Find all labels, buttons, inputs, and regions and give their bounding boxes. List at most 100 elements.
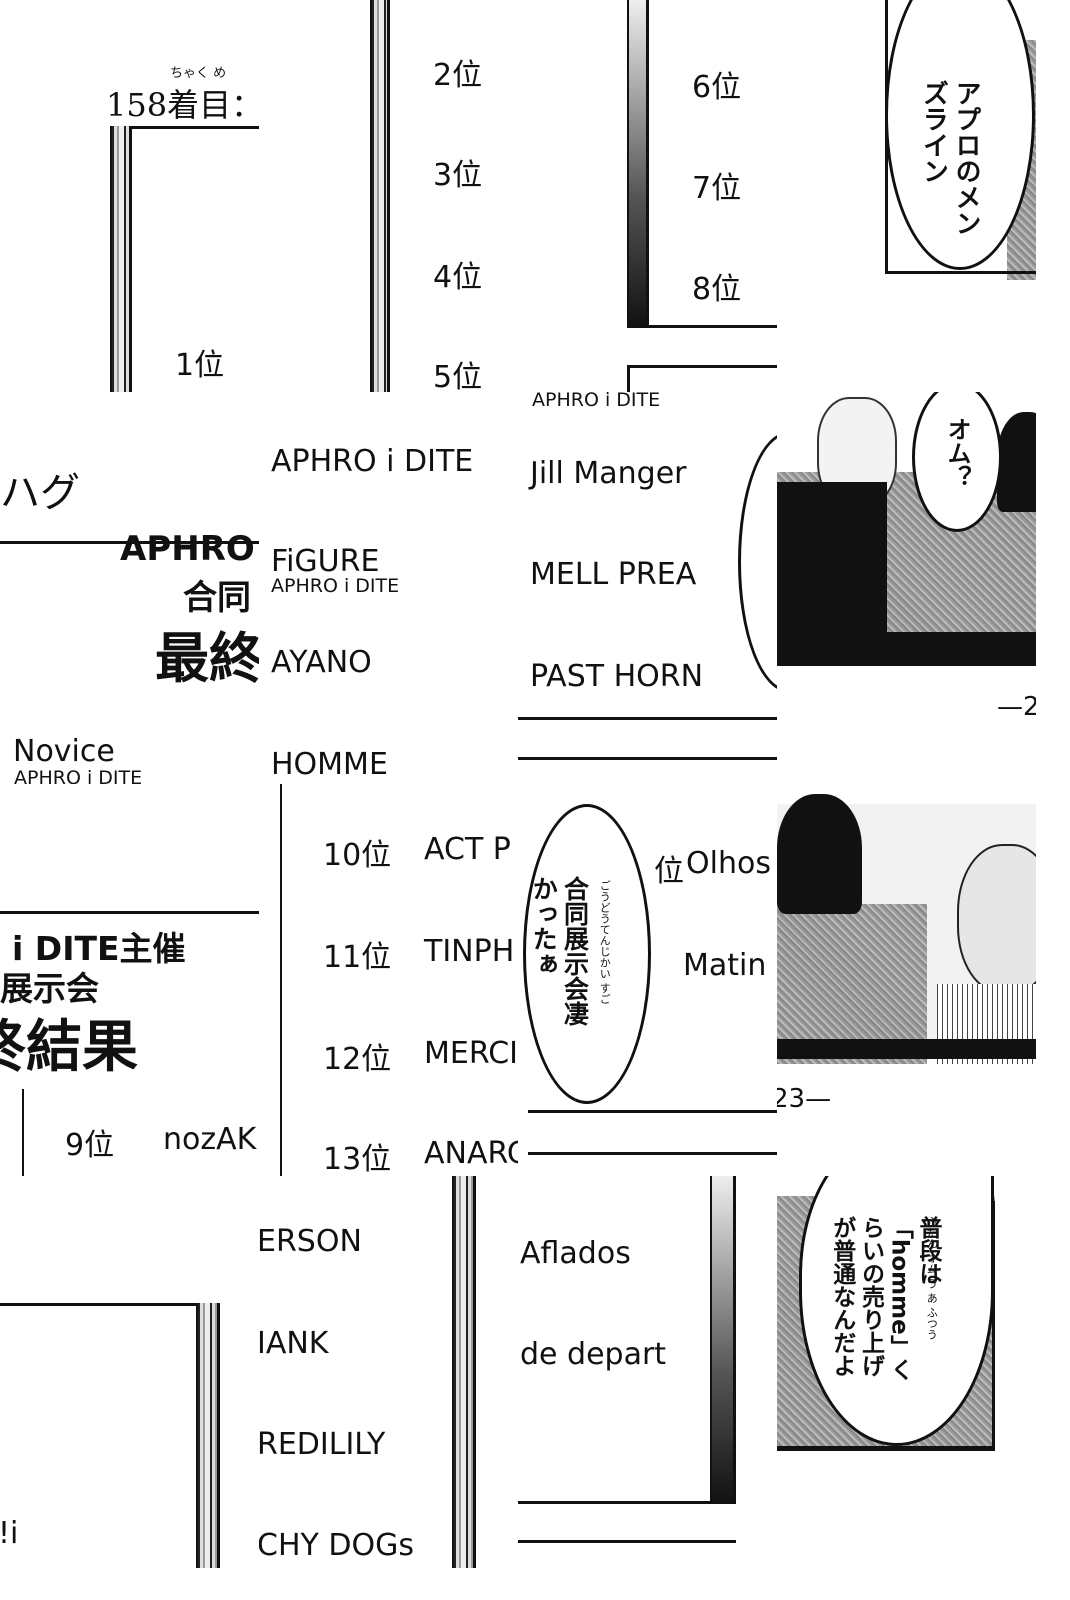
brand-name: de depart [520,1337,667,1372]
panel-border [528,1152,777,1155]
tile-ranks-10-13: 10位 ACT P 11位 TINPH 12位 MERCI 13位 ANARC [259,784,518,1176]
page-number: —2 [997,692,1036,722]
panel-border [518,757,777,760]
poster-line2: 合同 [183,578,251,618]
brand-fragment: !i [0,1516,19,1551]
speech-bubble [523,804,651,1104]
character-sweater [777,904,927,1064]
chapter-title-fragment: ハグ [0,470,80,516]
panel-border [777,1446,995,1451]
speech-bubble [885,0,1035,270]
tile-panel-frame: !i [0,1176,259,1568]
character-sweater [777,482,887,632]
rank-label: 11位 [323,940,392,975]
poster-line2b: 展示会 [0,969,99,1008]
tile-brands-col3: APHRO i DITE Jill Manger MELL PREA PAST … [518,392,777,784]
panel-border [518,717,777,720]
brand-name: CHY DOGs [259,1528,414,1563]
ranking-bar [627,0,649,328]
tile-brands-bottom: ERSON IANK REDILILY CHY DOGs [259,1176,518,1568]
brand-name: Jill Manger [530,456,687,491]
brand-name: ANARC [424,1136,518,1171]
panel-border [627,365,777,368]
bubble-text: アプロのメンズライン [918,80,982,236]
rank-label: 13位 [323,1142,392,1176]
brand-name: TINPH [424,934,515,969]
chapter-title: 158着目： [106,86,259,124]
brand-sub: APHRO i DITE [14,767,143,784]
brand-name: ERSON [259,1224,362,1259]
ranking-bar [710,1176,736,1504]
rank-label: 2位 [433,58,483,93]
poster-line3b: 終結果 [0,1015,138,1080]
brand-name: IANK [259,1326,329,1361]
bubble-ruby: ごうどうてんじかい すご [598,880,612,1005]
title-ruby: ちゃく め [170,66,227,81]
ranking-bar [370,0,390,392]
brand-name: PAST HORN [530,659,704,694]
panel-border [627,325,777,328]
tile-omu-panel: オム？ —2 [777,392,1036,784]
brand-name: MELL PREA [530,557,697,592]
tile-ranks-2-5: 2位 3位 4位 5位 [259,0,518,392]
poster-line3: 最終 [155,627,259,690]
rank-label: 4位 [433,260,483,295]
brand-name: Novice [13,734,115,769]
panel-border [518,1501,736,1504]
poster-line1b: i DITE主催 [12,929,186,968]
table-edge [777,632,1036,666]
divider [0,541,259,544]
brand-name: FiGURE [271,544,380,579]
character-hair [777,794,862,914]
rank-label: 10位 [323,838,392,873]
bubble-text: 合同展示会凄かったぁ [529,876,590,1026]
rank-label: 位 [654,854,684,889]
ranking-bar [452,1176,476,1568]
panel-bar [196,1303,220,1568]
tile-ranks-6-8: 6位 7位 8位 [518,0,777,392]
tile-brands-bottom-right: Aflados de depart [518,1176,777,1568]
character-head [957,844,1036,994]
rank-label: 12位 [323,1042,392,1077]
panel-border [518,1540,736,1543]
bubble-ruby: ふだん オム う あ ふつう [925,1216,939,1340]
tile-brands-col2: APHRO i DITE FiGURE APHRO i DITE AYANO H… [259,392,518,784]
speech-bubble [799,1176,994,1446]
panel-border [0,1303,220,1306]
brand-name: Matin [683,948,767,983]
rank-label: 3位 [433,158,483,193]
tile-poster-results: i DITE主催 展示会 終結果 9位 nozAK [0,784,259,1176]
brand-name: APHRO i DITE [271,444,474,479]
character-hair [997,412,1036,512]
rank-label: 1位 [175,348,225,383]
brand-name: Olhos [686,846,771,881]
bubble-text: 普段は「homme」くらいの売り上げが普通なんだよ [828,1216,941,1381]
ranking-bar [110,126,132,392]
brand-sub: APHRO i DITE [532,392,661,411]
brand-name: MERCI [424,1036,518,1071]
rank-label: 7位 [692,171,742,206]
tile-goudou-bubble: 合同展示会凄かったぁ ごうどうてんじかい すご 位 Olhos Matin [518,784,777,1176]
speech-bubble [912,392,1002,532]
divider [280,784,282,1176]
speech-bubble-edge [738,432,777,692]
panel-border [528,1110,777,1113]
rank-label: 9位 [65,1128,115,1163]
tile-chapter-title: ちゃく め 158着目： 1位 [0,0,259,392]
tile-bubble-mens: アプロのメンズライン [777,0,1036,392]
rank-label: 6位 [692,70,742,105]
tile-homme-bubble: 普段は「homme」くらいの売り上げが普通なんだよ ふだん オム う あ ふつう [777,1176,1036,1568]
brand-name: nozAK [163,1122,257,1157]
brand-sub: APHRO i DITE [271,575,400,597]
brand-name: AYANO [271,645,372,680]
brand-name: HOMME [271,747,388,782]
divider [22,1089,24,1176]
panel-border [992,1201,995,1451]
rank-label: 5位 [433,360,483,392]
brand-name: REDILILY [259,1427,386,1462]
tile-poster-left: ハグ APHRO 合同 最終 Novice APHRO i DITE [0,392,259,784]
divider [0,911,259,914]
poster-line1: APHRO [120,529,255,569]
bubble-text: オム？ [943,417,971,489]
brand-name: Aflados [520,1236,631,1271]
